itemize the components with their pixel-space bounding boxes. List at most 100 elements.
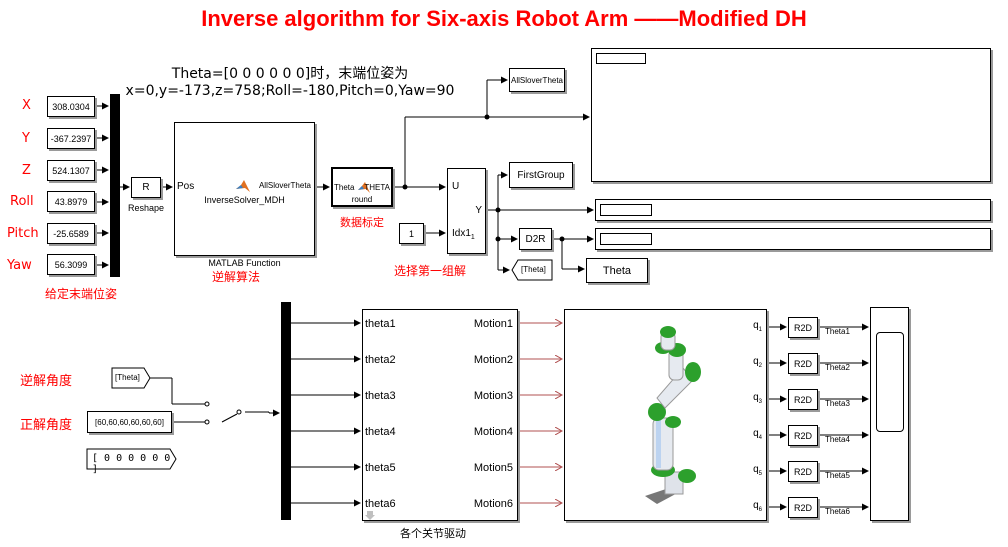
selector-y-port: Y: [475, 205, 482, 216]
sub-in-theta5: theta5: [365, 462, 396, 474]
signal-theta3: Theta3: [825, 399, 850, 408]
signal-theta5: Theta5: [825, 471, 850, 480]
matlab-function-block[interactable]: Pos AllSloverTheta InverseSolver_MDH: [174, 122, 315, 256]
label-yaw: Yaw: [7, 258, 32, 273]
sub-out-motion3: Motion3: [473, 390, 513, 402]
reshape-block[interactable]: R: [131, 177, 161, 198]
selector-idx-label: Idx1: [452, 228, 471, 239]
label-pitch: Pitch: [7, 226, 39, 241]
from-theta-block[interactable]: [Theta]: [111, 367, 151, 389]
round-block[interactable]: Theta THETA round: [331, 167, 393, 207]
r2d-block-5[interactable]: R2D: [788, 461, 818, 482]
sub-out-motion1: Motion1: [473, 318, 513, 330]
matlab-in-port: Pos: [177, 181, 195, 192]
sub-in-theta3: theta3: [365, 390, 396, 402]
display-zeros-block[interactable]: [ 0 0 0 0 0 0 ]: [86, 448, 178, 475]
sub-in-theta1: theta1: [365, 318, 396, 330]
goto-theta-label: [Theta]: [521, 265, 546, 274]
display-field: [600, 204, 652, 216]
label-y: Y: [22, 131, 30, 146]
display-field: [600, 233, 652, 245]
mux-block[interactable]: [110, 94, 120, 277]
scope-block[interactable]: [870, 307, 909, 521]
robot-arm-icon: [645, 326, 701, 504]
scope-screen: [876, 332, 904, 432]
joint-drive-subsystem[interactable]: theta1 theta2 theta3 theta4 theta5 theta…: [362, 309, 518, 521]
q-sub: 4: [758, 435, 762, 441]
selector-u-port: U: [452, 181, 460, 192]
robot-q6: q6: [753, 500, 762, 513]
r2d-block-4[interactable]: R2D: [788, 425, 818, 446]
sub-out-motion6: Motion6: [473, 498, 513, 510]
sub-in-theta2: theta2: [365, 354, 396, 366]
annotation-text: Theta=[0 0 0 0 0 0]时，末端位姿为 x=0,y=-173,z=…: [120, 66, 460, 100]
caption-forward-angle: 正解角度: [20, 418, 73, 433]
to-workspace-allslovertheta[interactable]: AllSloverTheta: [509, 68, 565, 92]
annotation-line-2: x=0,y=-173,z=758;Roll=-180,Pitch=0,Yaw=9…: [125, 83, 455, 99]
label-z: Z: [22, 163, 31, 178]
matlab-caption: MATLAB Function: [208, 258, 281, 268]
d2r-block[interactable]: D2R: [519, 228, 552, 250]
annotation-line-1: Theta=[0 0 0 0 0 0]时，末端位姿为: [171, 66, 409, 82]
matlab-fn-name: InverseSolver_MDH: [204, 195, 285, 205]
r2d-block-6[interactable]: R2D: [788, 497, 818, 518]
q-sub: 6: [758, 507, 762, 513]
goto-theta-block[interactable]: [Theta]: [511, 259, 553, 281]
r2d-block-3[interactable]: R2D: [788, 389, 818, 410]
subsystem-arrow-icon: [365, 508, 375, 520]
label-x: X: [22, 98, 31, 113]
q-label: q: [753, 392, 759, 403]
robot-q2: q2: [753, 356, 762, 369]
round-in-port: Theta: [334, 183, 355, 192]
sub-in-theta6: theta6: [365, 498, 396, 510]
theta-out-block[interactable]: Theta: [586, 258, 648, 283]
robot-q4: q4: [753, 428, 762, 441]
r2d-block-1[interactable]: R2D: [788, 317, 818, 338]
signal-theta1: Theta1: [825, 327, 850, 336]
caption-pose: 给定末端位姿: [45, 287, 118, 301]
q-label: q: [753, 320, 759, 331]
display-allslovertheta[interactable]: [591, 48, 991, 182]
robot-q3: q3: [753, 392, 762, 405]
selector-block[interactable]: U Y Idx11: [447, 168, 486, 254]
robot-model-block[interactable]: q1 q2 q3 q4 q5 q6: [564, 309, 767, 521]
forward-const-block[interactable]: [60,60,60,60,60,60]: [87, 411, 172, 433]
first-group-block[interactable]: FirstGroup: [509, 162, 573, 188]
r2d-block-2[interactable]: R2D: [788, 353, 818, 374]
display-selected[interactable]: [595, 199, 991, 221]
q-label: q: [753, 356, 759, 367]
q-label: q: [753, 464, 759, 475]
matlab-logo-icon: [357, 181, 371, 194]
from-theta-label: [Theta]: [115, 373, 140, 382]
manual-switch[interactable]: [203, 398, 245, 428]
sub-out-motion5: Motion5: [473, 462, 513, 474]
selector-idx-sub: 1: [470, 234, 475, 241]
const-pitch[interactable]: -25.6589: [47, 223, 95, 244]
caption-inverse-algo: 逆解算法: [212, 270, 261, 284]
page-title: Inverse algorithm for Six-axis Robot Arm…: [201, 6, 807, 31]
const-x[interactable]: 308.0304: [47, 96, 95, 117]
display-d2r[interactable]: [595, 228, 991, 250]
display-field: [596, 53, 646, 64]
const-roll[interactable]: 43.8979: [47, 191, 95, 212]
q-sub: 5: [758, 471, 762, 477]
sub-out-motion4: Motion4: [473, 426, 513, 438]
q-sub: 3: [758, 399, 762, 405]
caption-inverse-angle: 逆解角度: [20, 374, 73, 389]
const-one[interactable]: 1: [399, 223, 424, 244]
signal-theta4: Theta4: [825, 435, 850, 444]
matlab-logo-icon: [235, 179, 251, 193]
const-yaw[interactable]: 56.3099: [47, 254, 95, 275]
round-name: round: [351, 195, 373, 204]
display-zeros-value: [ 0 0 0 0 0 0 ]: [92, 453, 171, 475]
bottom-mux-block[interactable]: [281, 302, 291, 520]
label-roll: Roll: [10, 194, 34, 209]
round-out-port: THETA: [364, 183, 390, 192]
caption-calib: 数据标定: [340, 216, 384, 229]
const-z[interactable]: 524.1307: [47, 160, 95, 181]
reshape-caption: Reshape: [127, 203, 165, 213]
matlab-out-port: AllSloverTheta: [258, 181, 311, 190]
const-y[interactable]: -367.2397: [47, 128, 95, 149]
robot-q1: q1: [753, 320, 762, 333]
robot-q5: q5: [753, 464, 762, 477]
